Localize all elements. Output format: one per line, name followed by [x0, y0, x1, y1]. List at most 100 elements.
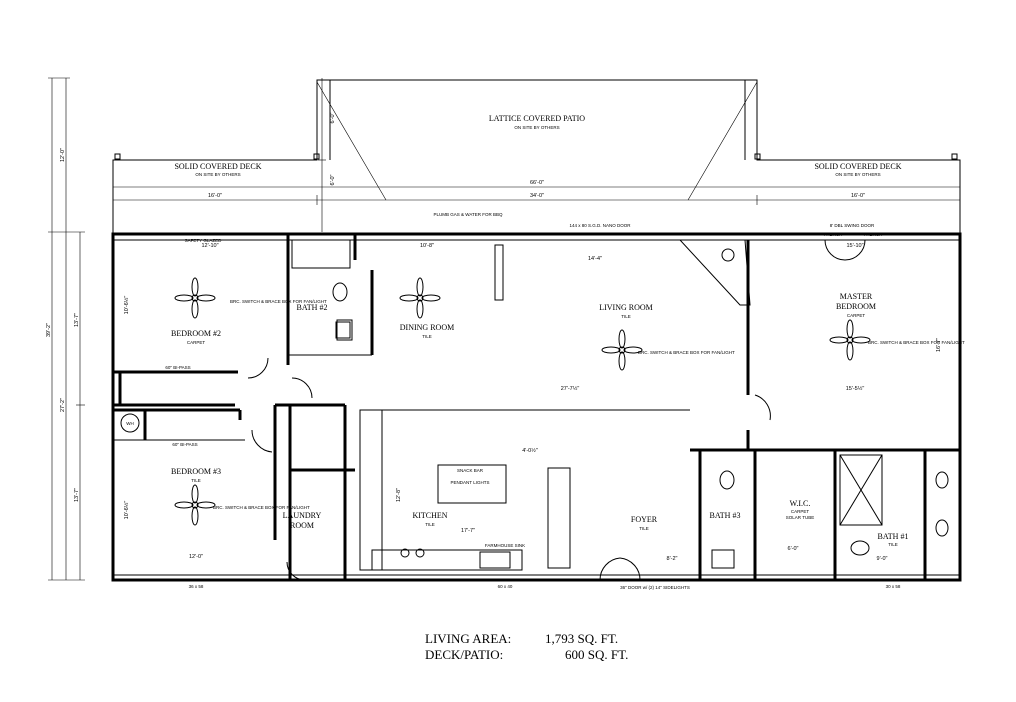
dim-left-upper: 13'-7"	[74, 313, 80, 327]
dim-bath1-width: 9'-0"	[877, 556, 888, 562]
dimension-lines	[48, 77, 960, 581]
note-snack: SNACK BAR	[457, 468, 484, 473]
room-foyer: FOYER	[631, 515, 658, 524]
dim-overall: 66'-0"	[530, 180, 544, 186]
room-wic: W.I.C.	[790, 499, 811, 508]
note-window-kitchen: 60 x 40	[498, 584, 513, 589]
dim-dining-width: 10'-8"	[420, 243, 434, 249]
fireplace-icon	[721, 248, 735, 262]
dim-deck-depth: 12'-0"	[60, 148, 66, 162]
cooktop-burner-icon	[400, 548, 410, 558]
fan-icon	[399, 277, 441, 319]
dim-right: 16'-0"	[851, 193, 865, 199]
dim-master-depth: 16'-7"	[936, 338, 942, 352]
dim-left-lower: 13'-7"	[74, 488, 80, 502]
fan-icon	[601, 329, 643, 371]
room-bedroom2-finish: CARPET	[187, 340, 206, 345]
dim-living-width: 14'-4"	[588, 256, 602, 262]
note-bipass-2: 60" BI-PASS	[172, 442, 197, 447]
dim-wic-width: 6'-0"	[788, 546, 799, 552]
note-fan-3: BRC. SWITCH & BRACE BOX FOR FAN/LIGHT	[868, 340, 965, 345]
dim-center-span: 27'-7½"	[561, 385, 580, 392]
room-bath1: BATH #1	[878, 532, 909, 541]
cooktop-burner-icon	[415, 548, 425, 558]
dim-kitchen-width: 17'-7"	[461, 528, 475, 534]
room-kitchen-finish: TILE	[425, 522, 435, 527]
room-bath1-finish: TILE	[888, 542, 898, 547]
vanity-icon	[335, 321, 351, 339]
note-bipass-1: 60" BI-PASS	[165, 365, 190, 370]
room-bedroom3: BEDROOM #3	[171, 467, 221, 476]
room-master: MASTER	[840, 292, 873, 301]
deck-left-title: SOLID COVERED DECK	[174, 162, 261, 171]
note-french-a: FRENCH	[824, 232, 843, 237]
patio-sub: ON SITE BY OTHERS	[514, 125, 559, 130]
living-area-label: LIVING AREA:	[425, 631, 512, 646]
dim-snack-width: 4'-0½"	[522, 447, 538, 454]
note-pendant: PENDANT LIGHTS	[451, 480, 490, 485]
dim-patio-depth: 6'-0"	[330, 112, 336, 123]
room-bath2: BATH #2	[297, 303, 328, 312]
room-living-finish: TILE	[621, 314, 631, 319]
toilet-icon	[850, 540, 870, 556]
door-swings	[247, 239, 866, 581]
living-area-value: 1,793 SQ. FT.	[545, 631, 619, 646]
fan-icon	[174, 484, 216, 526]
deck-patio-outline	[112, 79, 961, 234]
interior-walls	[113, 234, 960, 580]
deck-right-sub: ON SITE BY OTHERS	[835, 172, 880, 177]
fan-icon	[829, 319, 871, 361]
note-french-b: FRENCH	[864, 232, 883, 237]
patio-title: LATTICE COVERED PATIO	[489, 114, 585, 123]
dim-patio-depth2: 6'-0"	[330, 174, 336, 185]
room-dining-finish: TILE	[422, 334, 432, 339]
room-master-line2: BEDROOM	[836, 302, 876, 311]
note-sink: FARMHOUSE SINK	[485, 543, 525, 548]
toilet-icon	[332, 282, 348, 302]
note-fan-2: BRC. SWITCH & BRACE BOX FOR FAN/LIGHT	[638, 350, 735, 355]
dim-bed3-depth: 10'-6½"	[123, 501, 130, 520]
exterior-walls	[111, 232, 962, 582]
room-master-finish: CARPET	[847, 313, 866, 318]
note-entry: 36" DOOR w/ (2) 14" SIDELIGHTS	[620, 585, 690, 590]
note-fan-1: BRC. SWITCH & BRACE BOX FOR FAN/LIGHT	[230, 299, 327, 304]
deck-left-sub: ON SITE BY OTHERS	[195, 172, 240, 177]
dim-total-depth: 39'-2"	[46, 323, 52, 337]
dim-kitchen-depth: 12'-8"	[396, 488, 402, 502]
room-bedroom3-finish: TILE	[191, 478, 201, 483]
vanity-icon	[711, 549, 735, 569]
dim-left: 16'-0"	[208, 193, 222, 199]
dim-bed3-width: 12'-0"	[189, 554, 203, 560]
dim-master-width: 15'-10"	[846, 243, 863, 249]
note-sgd: 144 x 80 S.G.D. NANO DOOR	[569, 223, 631, 228]
note-dbl-door: 8' DBL SWING DOOR	[830, 223, 875, 228]
dim-house-depth: 27'-2"	[60, 398, 66, 412]
sink-icon	[935, 519, 949, 537]
room-laundry-line2: ROOM	[290, 521, 314, 530]
room-foyer-finish: TILE	[639, 526, 649, 531]
dim-master-lower: 15'-5½"	[846, 385, 865, 392]
fan-icon	[174, 277, 216, 319]
note-plumb: PLUMB GAS & WATER FOR BBQ	[433, 212, 503, 217]
dim-bed2-depth: 10'-6½"	[123, 296, 130, 315]
room-wic-finish: CARPET	[791, 509, 810, 514]
note-safety: SAFETY GLAZED	[185, 238, 222, 243]
deck-patio-value: 600 SQ. FT.	[565, 647, 629, 662]
dim-bed2-width: 12'-10"	[201, 243, 218, 249]
room-wic-extra: SOLAR TUBE	[786, 515, 814, 520]
dim-center: 34'-0"	[530, 193, 544, 199]
note-window-bed3: 36 x 58	[189, 584, 204, 589]
dim-foyer: 8'-2"	[667, 556, 678, 562]
room-bath3: BATH #3	[710, 511, 741, 520]
room-living: LIVING ROOM	[599, 303, 653, 312]
farmhouse-sink-icon	[479, 551, 511, 569]
room-dining: DINING ROOM	[400, 323, 454, 332]
room-bedroom2: BEDROOM #2	[171, 329, 221, 338]
deck-patio-label: DECK/PATIO:	[425, 647, 504, 662]
sink-icon	[935, 471, 949, 489]
room-kitchen: KITCHEN	[412, 511, 447, 520]
note-wh: WH	[126, 421, 134, 426]
note-window-bath1: 30 x 58	[886, 584, 901, 589]
toilet-icon	[719, 470, 735, 490]
